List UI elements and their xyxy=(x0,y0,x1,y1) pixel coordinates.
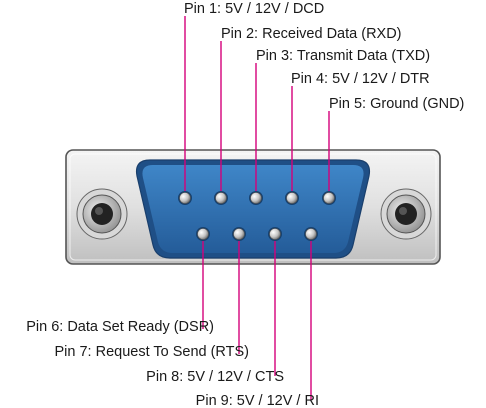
right-screw xyxy=(380,188,432,240)
pin-label-2: Pin 2: Received Data (RXD) xyxy=(221,26,402,42)
pin-contact-3 xyxy=(250,192,262,204)
pin-contacts xyxy=(178,191,336,241)
connector-insulator xyxy=(142,165,364,253)
pin-label-8: Pin 8: 5V / 12V / CTS xyxy=(146,369,284,385)
pin-contact-6 xyxy=(197,228,209,240)
pin-label-9: Pin 9: 5V / 12V / RI xyxy=(196,393,319,408)
connector xyxy=(65,149,441,265)
pin-label-4: Pin 4: 5V / 12V / DTR xyxy=(291,71,430,87)
pin-contact-5 xyxy=(323,192,335,204)
pin-labels: Pin 1: 5V / 12V / DCD Pin 2: Received Dat… xyxy=(26,1,464,408)
leader-lines xyxy=(184,16,330,400)
pin-contact-1 xyxy=(179,192,191,204)
pin-label-1: Pin 1: 5V / 12V / DCD xyxy=(184,1,324,17)
pin-contact-9 xyxy=(305,228,317,240)
pin-label-6: Pin 6: Data Set Ready (DSR) xyxy=(26,319,214,335)
pin-contact-2 xyxy=(215,192,227,204)
left-screw xyxy=(76,188,128,240)
pin-contact-4 xyxy=(286,192,298,204)
connector-shell-inner-edge xyxy=(69,153,437,261)
pin-label-7: Pin 7: Request To Send (RTS) xyxy=(54,344,249,360)
pin-contact-8 xyxy=(269,228,281,240)
pin-label-5: Pin 5: Ground (GND) xyxy=(329,96,464,112)
pin-contact-7 xyxy=(233,228,245,240)
pin-label-3: Pin 3: Transmit Data (TXD) xyxy=(256,48,430,64)
